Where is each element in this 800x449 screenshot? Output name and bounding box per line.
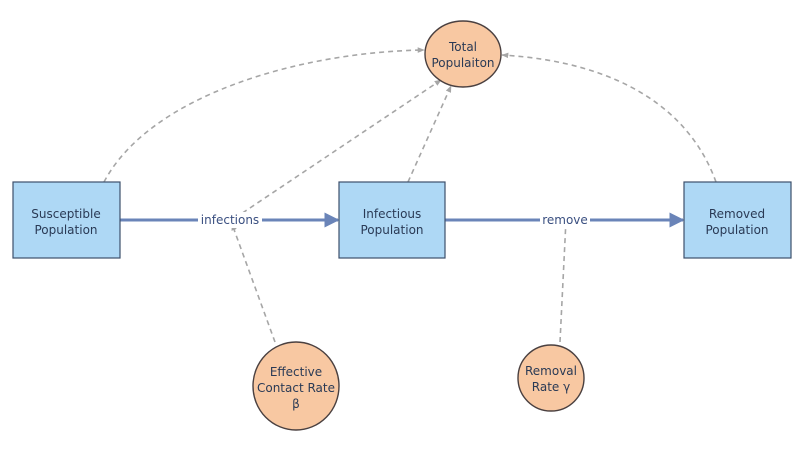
stock-susceptible-population[interactable]: Susceptible Population xyxy=(12,181,121,259)
flow-infections-label: infections xyxy=(201,213,259,227)
stock-susceptible-label-1: Susceptible xyxy=(31,207,100,221)
aux-contact-rate-label-2: Contact Rate xyxy=(257,381,335,395)
aux-effective-contact-rate[interactable]: Effective Contact Rate β xyxy=(252,341,340,431)
flow-infections[interactable]: infections xyxy=(120,212,340,228)
stock-infectious-population[interactable]: Infectious Population xyxy=(338,181,446,259)
stock-infectious-label-2: Population xyxy=(360,223,423,237)
link-removal-rate-to-remove[interactable] xyxy=(559,219,569,343)
stock-removed-label-1: Removed xyxy=(709,207,765,221)
link-contact-rate-to-infections[interactable] xyxy=(231,223,276,343)
aux-total-population[interactable]: Total Populaiton xyxy=(424,20,502,88)
link-susceptible-to-total[interactable] xyxy=(103,47,425,183)
stock-infectious-label-1: Infectious xyxy=(363,207,422,221)
aux-removal-rate-label-1: Removal xyxy=(525,364,577,378)
aux-total-label-1: Total xyxy=(448,40,477,54)
flow-remove-label: remove xyxy=(542,213,588,227)
stock-susceptible-label-2: Population xyxy=(34,223,97,237)
stock-removed-label-2: Population xyxy=(705,223,768,237)
link-removed-to-total[interactable] xyxy=(501,52,717,183)
aux-contact-rate-label-1: Effective xyxy=(270,365,322,379)
aux-removal-rate[interactable]: Removal Rate γ xyxy=(517,344,585,412)
aux-total-label-2: Populaiton xyxy=(431,56,494,70)
stock-removed-population[interactable]: Removed Population xyxy=(683,181,792,259)
link-infectious-to-total[interactable] xyxy=(407,85,452,183)
aux-contact-rate-label-3: β xyxy=(292,397,300,411)
flow-remove[interactable]: remove xyxy=(445,212,685,228)
aux-removal-rate-label-2: Rate γ xyxy=(532,380,570,394)
